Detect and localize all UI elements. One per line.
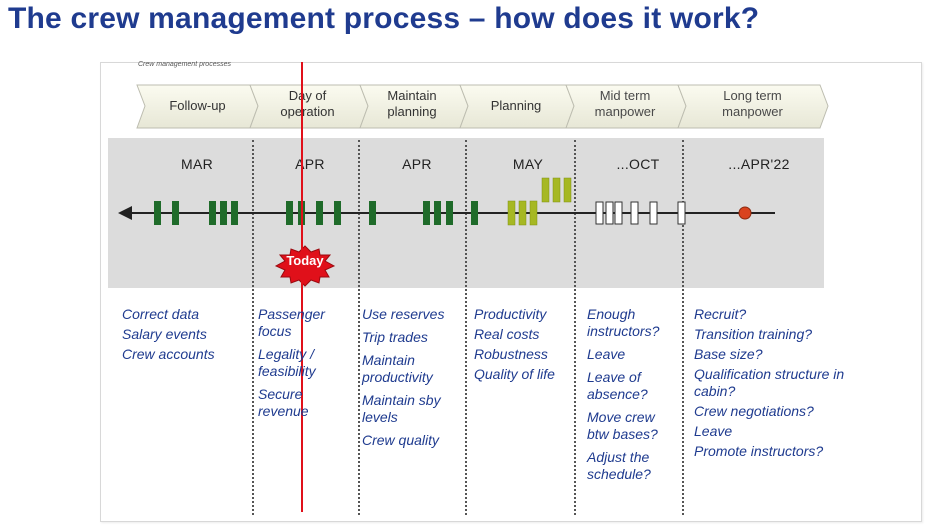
- divider-4: [574, 140, 576, 515]
- col-item: Crew quality: [362, 432, 440, 448]
- phase-label-mid-term-manpower: Mid term manpower: [594, 88, 656, 119]
- bar: [286, 201, 293, 225]
- col-item: Legality / feasibility: [258, 346, 316, 379]
- bar: [434, 201, 441, 225]
- page-title: The crew management process – how does i…: [8, 2, 760, 35]
- column-planning: Productivity Real costs Robustness Quali…: [474, 306, 570, 386]
- bar: [231, 201, 238, 225]
- col-item: Quality of life: [474, 366, 555, 382]
- col-item: Trip trades: [362, 329, 428, 345]
- column-mid-term-manpower: Enough instructors? Leave Leave of absen…: [587, 306, 679, 489]
- bar: [630, 201, 639, 225]
- light-green-bars: [507, 177, 572, 226]
- col-item: Qualification structure in cabin?: [694, 366, 845, 399]
- bar: [595, 201, 604, 225]
- bar: [334, 201, 341, 225]
- col-item: Robustness: [474, 346, 548, 362]
- outline-bars: [595, 201, 686, 225]
- phase-chevron-long-term-manpower: [677, 84, 829, 129]
- bar: [649, 201, 658, 225]
- col-item: Transition training?: [694, 326, 813, 342]
- bar: [220, 201, 227, 225]
- today-starburst: [274, 245, 336, 287]
- diagram-subtitle: Crew management processes: [138, 61, 231, 68]
- month-label-oct: ...OCT: [616, 156, 660, 172]
- col-item: Recruit?: [694, 306, 747, 322]
- month-label-mar: MAR: [180, 156, 213, 172]
- col-item: Adjust the schedule?: [587, 449, 651, 482]
- bar: [677, 201, 686, 225]
- bar: [369, 201, 376, 225]
- bar: [446, 201, 453, 225]
- month-label-may: MAY: [512, 156, 544, 172]
- col-item: Maintain sby levels: [362, 392, 441, 425]
- col-item: Real costs: [474, 326, 540, 342]
- phase-label-follow-up: Follow-up: [169, 98, 226, 113]
- col-item: Productivity: [474, 306, 547, 322]
- bar: [605, 201, 614, 225]
- col-item: Correct data: [122, 306, 200, 322]
- month-label-apr22: ...APR'22: [728, 156, 790, 172]
- col-item: Promote instructors?: [694, 443, 824, 459]
- col-item: Secure revenue: [258, 386, 309, 419]
- bar: [614, 201, 623, 225]
- bar: [507, 200, 516, 226]
- bar: [316, 201, 323, 225]
- bar: [529, 200, 538, 226]
- col-item: Leave of absence?: [587, 369, 648, 402]
- divider-3: [465, 140, 467, 515]
- col-item: Maintain productivity: [362, 352, 433, 385]
- bar: [552, 177, 561, 203]
- phase-label-maintain-planning: Maintain planning: [387, 88, 437, 119]
- column-day-of-operation: Passenger focus Legality / feasibility S…: [258, 306, 350, 426]
- bar: [541, 177, 550, 203]
- column-follow-up: Correct data Salary events Crew accounts: [122, 306, 250, 366]
- col-item: Enough instructors?: [587, 306, 660, 339]
- timeline-arrowhead: [118, 206, 132, 220]
- column-long-term-manpower: Recruit? Transition training? Base size?…: [694, 306, 869, 463]
- bar: [518, 200, 527, 226]
- bar: [563, 177, 572, 203]
- col-item: Use reserves: [362, 306, 445, 322]
- month-label-apr-2: APR: [402, 156, 432, 172]
- phase-label-day-of-operation: Day of operation: [280, 88, 335, 119]
- divider-1: [252, 140, 254, 515]
- col-item: Leave: [694, 423, 733, 439]
- bar: [471, 201, 478, 225]
- col-item: Crew accounts: [122, 346, 215, 362]
- col-item: Base size?: [694, 346, 763, 362]
- col-item: Salary events: [122, 326, 207, 342]
- col-item: Move crew btw bases?: [587, 409, 658, 442]
- column-maintain-planning: Use reserves Trip trades Maintain produc…: [362, 306, 462, 455]
- divider-5: [682, 140, 684, 515]
- bar: [423, 201, 430, 225]
- divider-2: [358, 140, 360, 515]
- col-item: Passenger focus: [258, 306, 325, 339]
- bar: [154, 201, 161, 225]
- today-label: Today: [286, 253, 324, 268]
- bar: [209, 201, 216, 225]
- bar: [172, 201, 179, 225]
- phase-label-long-term-manpower: Long term manpower: [722, 88, 783, 119]
- col-item: Crew negotiations?: [694, 403, 814, 419]
- today-line: [301, 62, 303, 512]
- diagram-frame: [100, 62, 922, 522]
- col-item: Leave: [587, 346, 626, 362]
- timeline-endpoint: [738, 206, 752, 220]
- phase-label-planning: Planning: [490, 98, 542, 113]
